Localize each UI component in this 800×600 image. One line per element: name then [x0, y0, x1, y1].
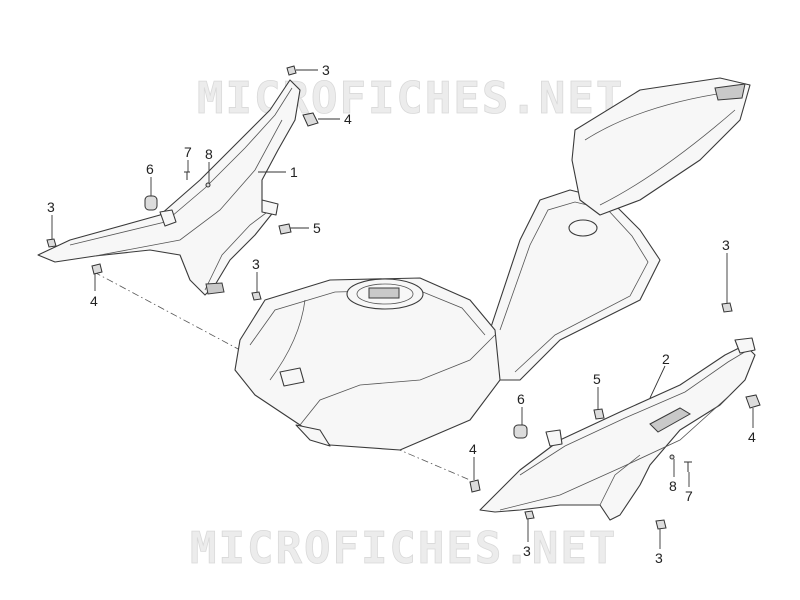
callout-4: 4 [748, 429, 756, 445]
callout-3: 3 [322, 62, 330, 78]
watermark-top: MICROFICHES.NET [197, 73, 624, 124]
callout-4: 4 [90, 293, 98, 309]
watermark-bottom: MICROFICHES.NET [190, 523, 617, 574]
callout-4: 4 [469, 441, 477, 457]
part-5-clip-a [278, 223, 292, 235]
callout-3: 3 [47, 199, 55, 215]
seat-frame-outline [489, 77, 751, 381]
part-4-clip-b [91, 263, 103, 275]
callout-8: 8 [669, 478, 677, 494]
part-3-nut-a [286, 65, 297, 76]
hardware [46, 65, 761, 530]
fuel-tank-body [234, 277, 501, 451]
part-7-screw-a [184, 171, 190, 180]
part-1-left-side-fairing [37, 79, 301, 296]
part-4-clip-c [745, 394, 761, 409]
callout-6: 6 [517, 391, 525, 407]
callout-4: 4 [344, 111, 352, 127]
part-3-nut-c [251, 291, 262, 301]
callout-2: 2 [662, 351, 670, 367]
callout-5: 5 [593, 371, 601, 387]
callout-3: 3 [523, 543, 531, 559]
part-6-grommet-b [513, 424, 528, 439]
part-8-washer-b [669, 454, 675, 460]
callout-1: 1 [290, 164, 298, 180]
callout-3: 3 [655, 550, 663, 566]
callout-5: 5 [313, 220, 321, 236]
callout-7: 7 [184, 144, 192, 160]
part-3-nut-f [655, 519, 667, 530]
part-3-nut-e [524, 510, 535, 520]
part-7-screw-b [684, 461, 692, 472]
part-5-clip-b [593, 408, 605, 420]
leader-lines [51, 69, 754, 549]
part-4-clip-d [469, 479, 481, 493]
part-3-nut-b [46, 238, 57, 248]
assembly-line-right [394, 447, 471, 481]
part-3-nut-d [721, 302, 733, 313]
part-8-washer-a [205, 182, 211, 188]
callout-6: 6 [146, 161, 154, 177]
callout-3: 3 [722, 237, 730, 253]
part-4-clip-a [302, 112, 319, 127]
part-6-grommet-a [144, 195, 158, 211]
callout-7: 7 [685, 488, 693, 504]
callout-8: 8 [205, 146, 213, 162]
callout-3: 3 [252, 256, 260, 272]
part-2-right-side-fairing [479, 337, 756, 521]
assembly-line-left [93, 271, 241, 351]
